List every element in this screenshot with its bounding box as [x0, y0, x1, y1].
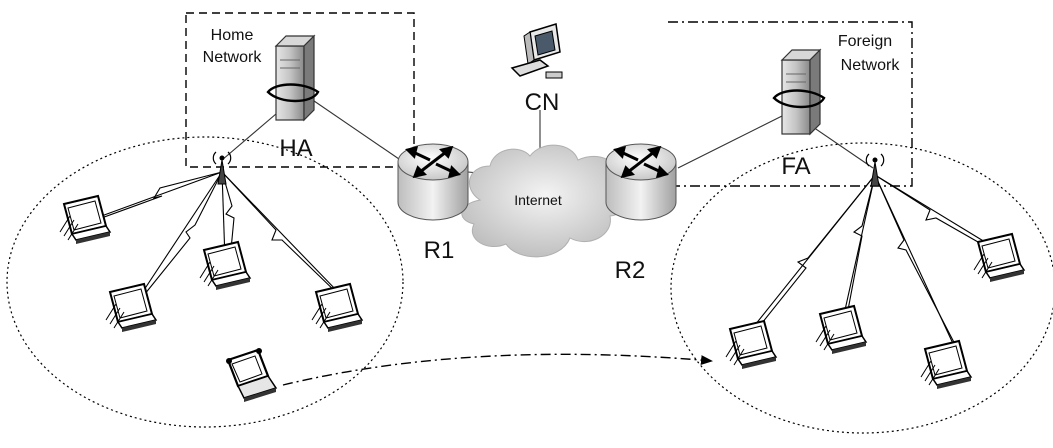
foreign-laptop-icon	[725, 320, 777, 370]
home-access-point-icon	[212, 151, 232, 185]
foreign-network-label-line1: Foreign	[838, 33, 892, 50]
foreign-network-boundary	[668, 21, 913, 187]
foreign-laptop-icon	[815, 305, 867, 355]
handoff-arrow	[282, 353, 713, 386]
r2-router-icon	[605, 143, 677, 221]
r1-router-icon	[397, 143, 469, 221]
r2-label: R2	[615, 257, 646, 284]
home-laptop-icon	[59, 195, 111, 245]
fa-label: FA	[781, 153, 810, 180]
cn-label: CN	[525, 89, 560, 116]
home-network-label-line1: Home	[211, 27, 254, 44]
home-network-boundary	[185, 12, 415, 168]
home-laptop-icon	[311, 283, 363, 333]
home-laptop-icon	[105, 283, 157, 333]
foreign-laptop-icon	[973, 233, 1025, 283]
foreign-wireless-links	[754, 174, 993, 351]
home-laptop-icon	[199, 241, 251, 291]
foreign-network-label-line2: Network	[841, 57, 901, 74]
foreign-coverage-area	[670, 142, 1053, 434]
r1-label: R1	[424, 237, 455, 264]
home-coverage-area	[6, 136, 404, 428]
home-network-label-line2: Network	[203, 49, 263, 66]
fa-server-icon	[772, 48, 826, 136]
foreign-laptop-icon	[920, 340, 972, 390]
ha-label: HA	[279, 135, 312, 162]
foreign-access-point-icon	[865, 153, 885, 187]
ha-server-icon	[266, 34, 320, 122]
moving-laptop-icon	[226, 348, 278, 402]
cn-computer-icon	[510, 23, 563, 79]
internet-label: Internet	[514, 192, 562, 208]
